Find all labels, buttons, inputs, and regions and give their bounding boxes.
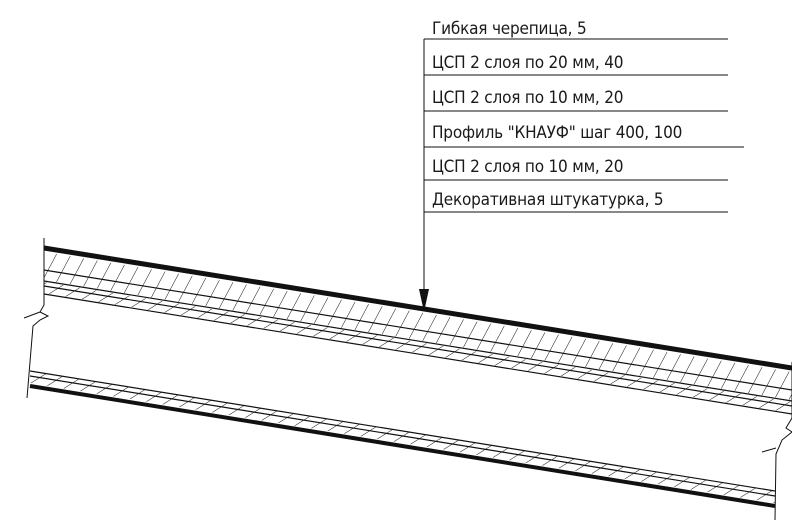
- layer-label-2: ЦСП 2 слоя по 10 мм, 20: [432, 88, 623, 108]
- layer-label-4: ЦСП 2 слоя по 10 мм, 20: [432, 157, 623, 177]
- csp-10mm-layer-upper: [44, 270, 792, 400]
- lower-boundary-1: [29, 370, 776, 492]
- layer-boundary-3: [43, 285, 792, 407]
- layer-label-1: ЦСП 2 слоя по 20 мм, 40: [432, 53, 623, 73]
- right-break-line: [761, 362, 792, 521]
- leader-arrow: [419, 289, 429, 312]
- left-break-line: [23, 238, 50, 399]
- plaster-line: [29, 384, 776, 508]
- layer-boundary-1: [43, 269, 792, 391]
- layer-boundary-4: [43, 293, 792, 415]
- layer-label-5: Декоративная штукатурка, 5: [432, 190, 663, 210]
- csp-10mm-layer-lower: [30, 371, 775, 503]
- layer-boundary-2: [43, 280, 792, 402]
- lower-layer-package: [29, 370, 776, 508]
- layer-callout: Гибкая черепица, 5 ЦСП 2 слоя по 20 мм, …: [419, 19, 744, 312]
- shingle-line: [43, 245, 792, 371]
- upper-layer-package: [43, 245, 792, 415]
- layer-label-3: Профиль "КНАУФ" шаг 400, 100: [432, 123, 682, 143]
- csp-20mm-layer: [44, 252, 792, 390]
- profile-strip-upper: [44, 282, 792, 413]
- lower-boundary-2: [29, 375, 776, 497]
- layer-label-0: Гибкая черепица, 5: [432, 19, 587, 39]
